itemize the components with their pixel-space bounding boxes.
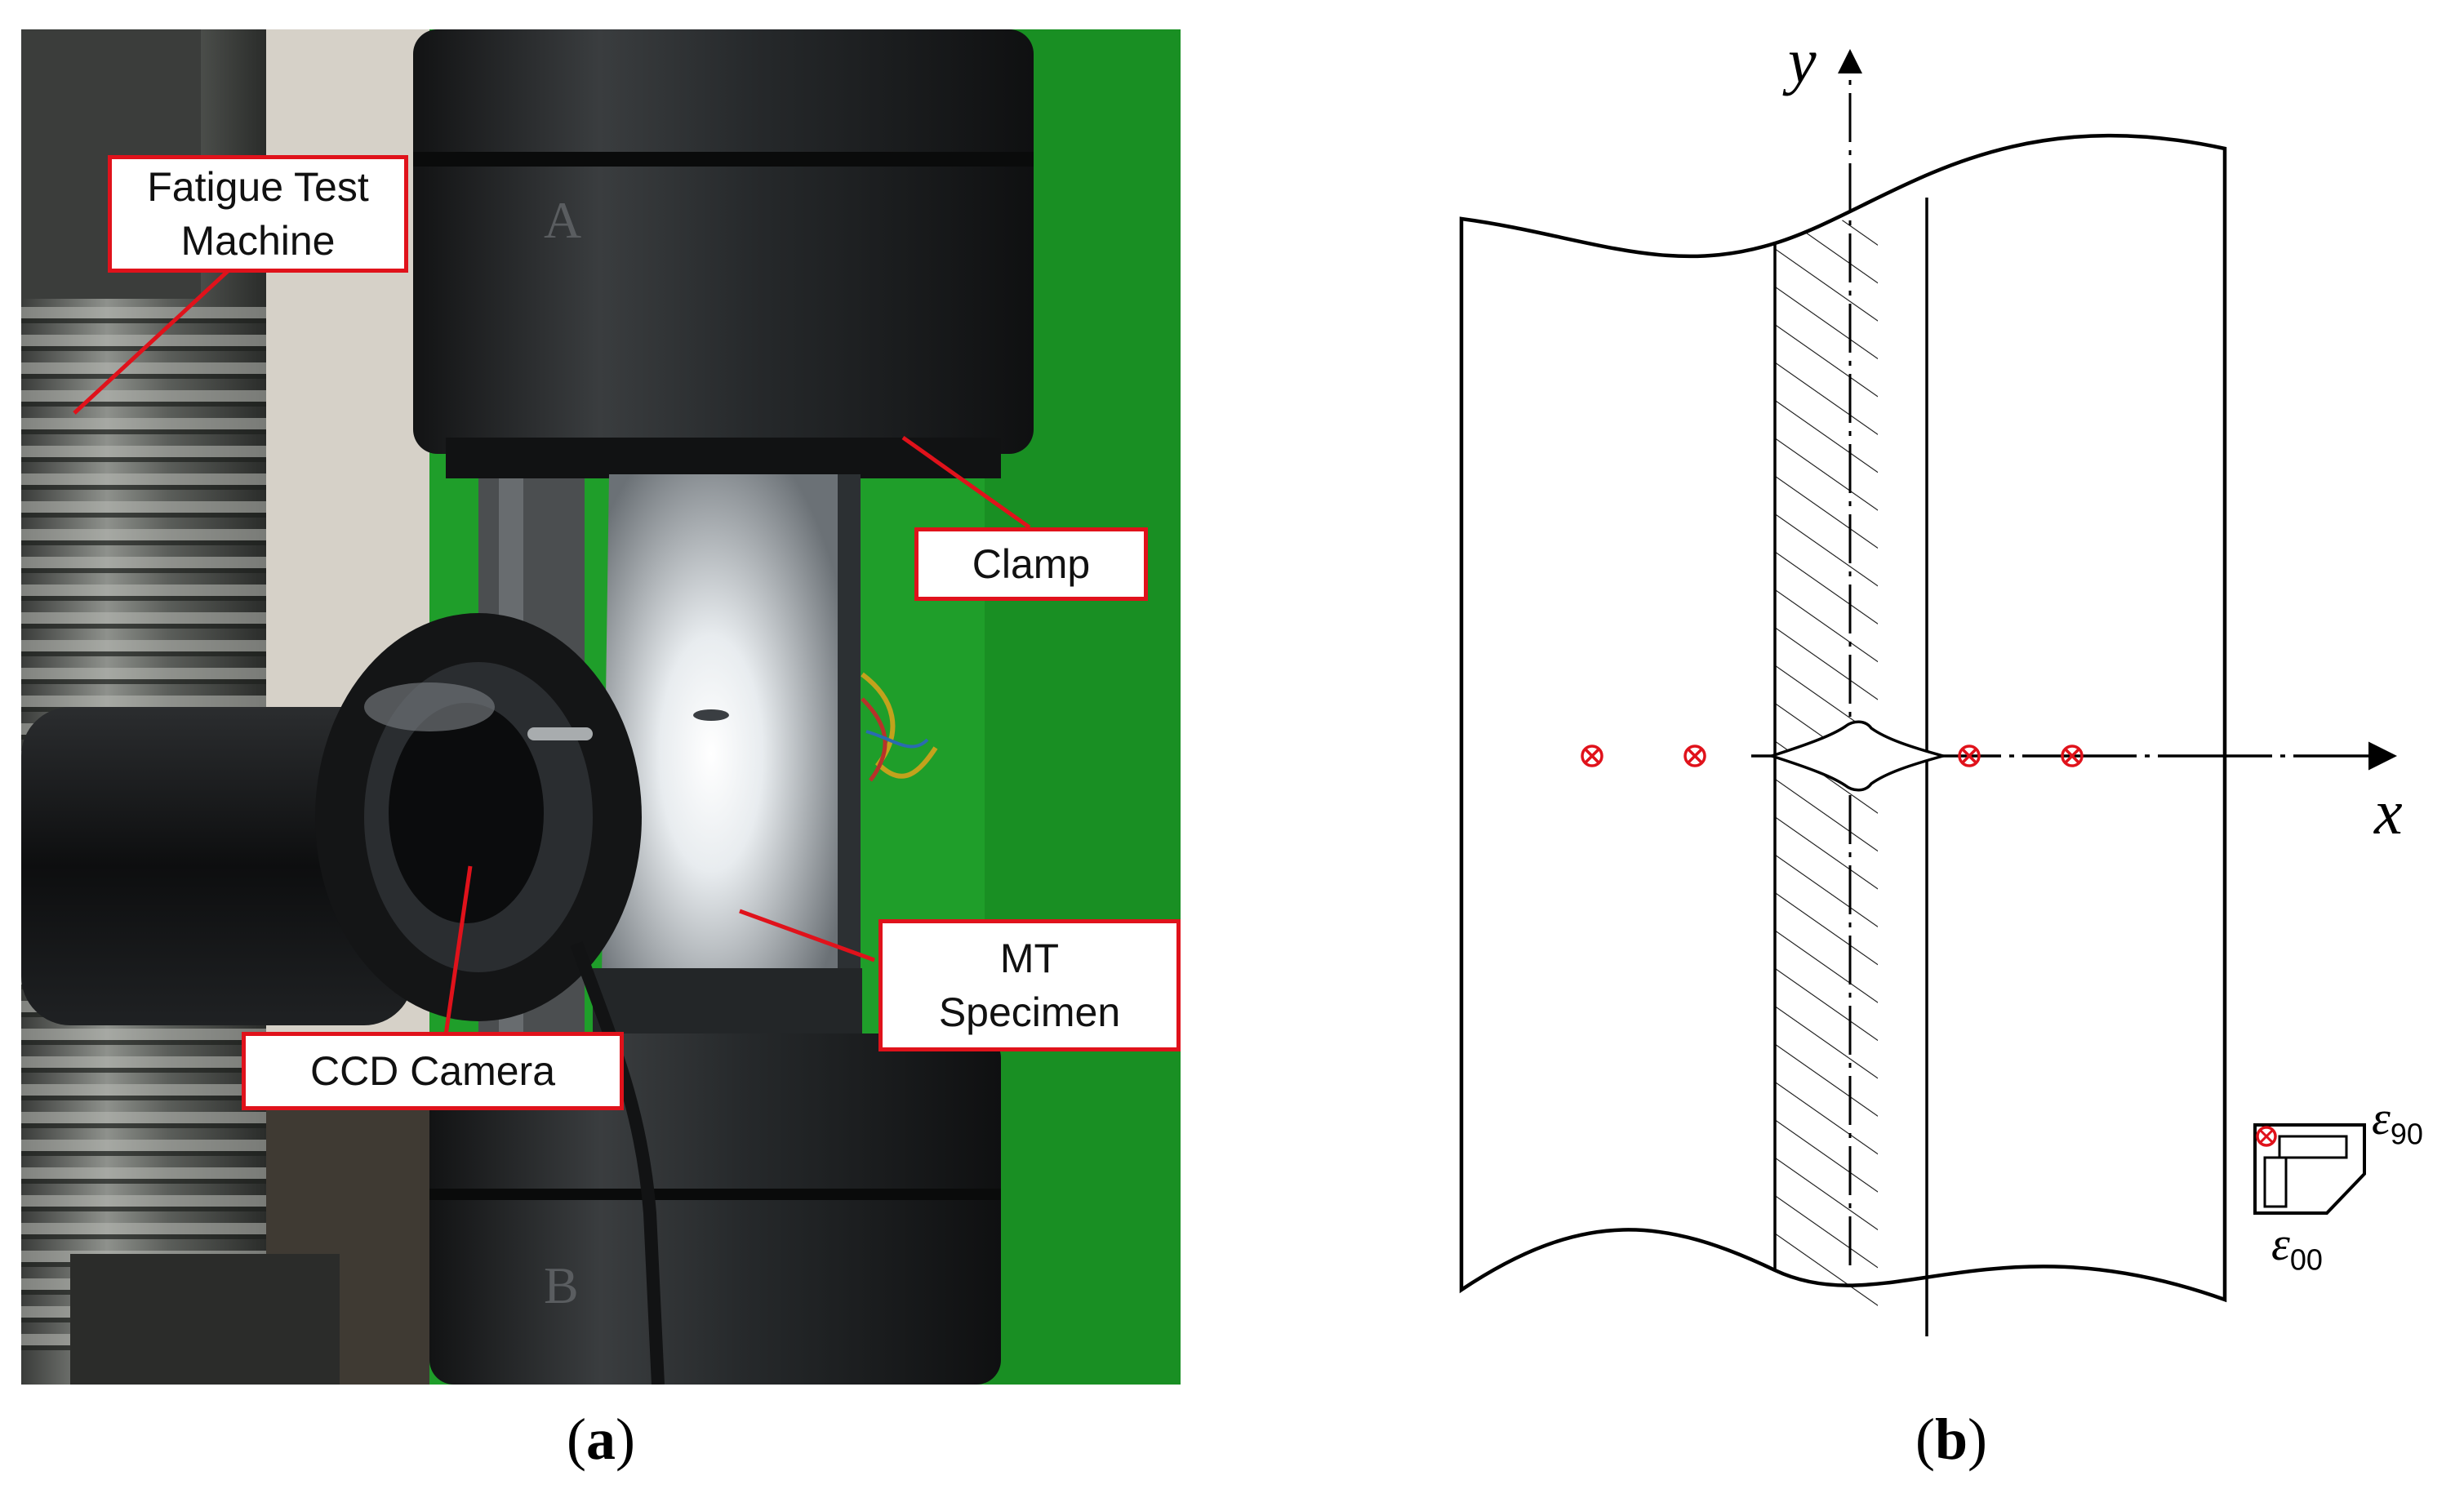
callout-clamp: Clamp: [914, 527, 1148, 601]
circle-x-marker-icon: [1581, 745, 1603, 767]
callout-fatigue-line2: Machine: [180, 218, 336, 264]
plate-outline: [1459, 133, 2227, 1303]
clamp-mark-upper: A: [544, 191, 581, 249]
lower-clamp: [429, 1033, 1001, 1385]
epsilon-90-label: ε90: [2372, 1091, 2423, 1152]
test-setup-photo: A B: [21, 29, 1181, 1385]
diagram-panel: y x ε90 ε00: [1388, 16, 2464, 1388]
upper-clamp: [413, 29, 1034, 454]
caption-a-letter: a: [586, 1407, 616, 1472]
epsilon-90-subscript: 90: [2390, 1117, 2423, 1151]
epsilon-00-symbol: ε: [2271, 1217, 2290, 1270]
caption-a: (a): [519, 1406, 683, 1474]
strain-rosette-icon: [2253, 1123, 2366, 1215]
caption-b-letter: b: [1934, 1407, 1968, 1472]
measurement-points: [1581, 745, 2084, 767]
callout-mt-line2: Specimen: [938, 989, 1121, 1035]
callout-ccd-label: CCD Camera: [309, 1048, 556, 1094]
epsilon-00-subscript: 00: [2289, 1242, 2323, 1277]
circle-x-marker-icon: [2061, 745, 2084, 767]
crack-notch: [1767, 720, 1949, 792]
callout-mt-specimen: MT Specimen: [878, 919, 1181, 1051]
specimen-schematic: [1459, 49, 2397, 1336]
epsilon-90-symbol: ε: [2372, 1091, 2391, 1145]
callout-fatigue-line1: Fatigue Test: [147, 164, 369, 210]
callout-mt-line1: MT: [999, 936, 1060, 981]
caption-b: (b): [1870, 1406, 2033, 1474]
epsilon-00-label: ε00: [2271, 1216, 2323, 1278]
callout-leaders: [73, 260, 1031, 1036]
x-axis-label: x: [2374, 776, 2403, 847]
callout-fatigue-test-machine: Fatigue Test Machine: [108, 155, 408, 273]
callout-ccd-camera: CCD Camera: [242, 1032, 624, 1110]
caption-a-open: (: [567, 1407, 586, 1472]
clamp-mark-lower: B: [544, 1256, 579, 1314]
circle-x-marker-icon: [1958, 745, 1981, 767]
circle-x-marker-icon: [1683, 745, 1706, 767]
y-axis-label: y: [1788, 25, 1817, 96]
callout-clamp-label: Clamp: [972, 541, 1091, 587]
caption-b-close: ): [1968, 1407, 1987, 1472]
caption-a-close: ): [616, 1407, 635, 1472]
caption-b-open: (: [1915, 1407, 1935, 1472]
ccd-camera-body: [21, 613, 665, 1385]
photo-panel: A B Fatigue Test Ma: [21, 29, 1181, 1385]
mt-specimen: [601, 474, 846, 1033]
